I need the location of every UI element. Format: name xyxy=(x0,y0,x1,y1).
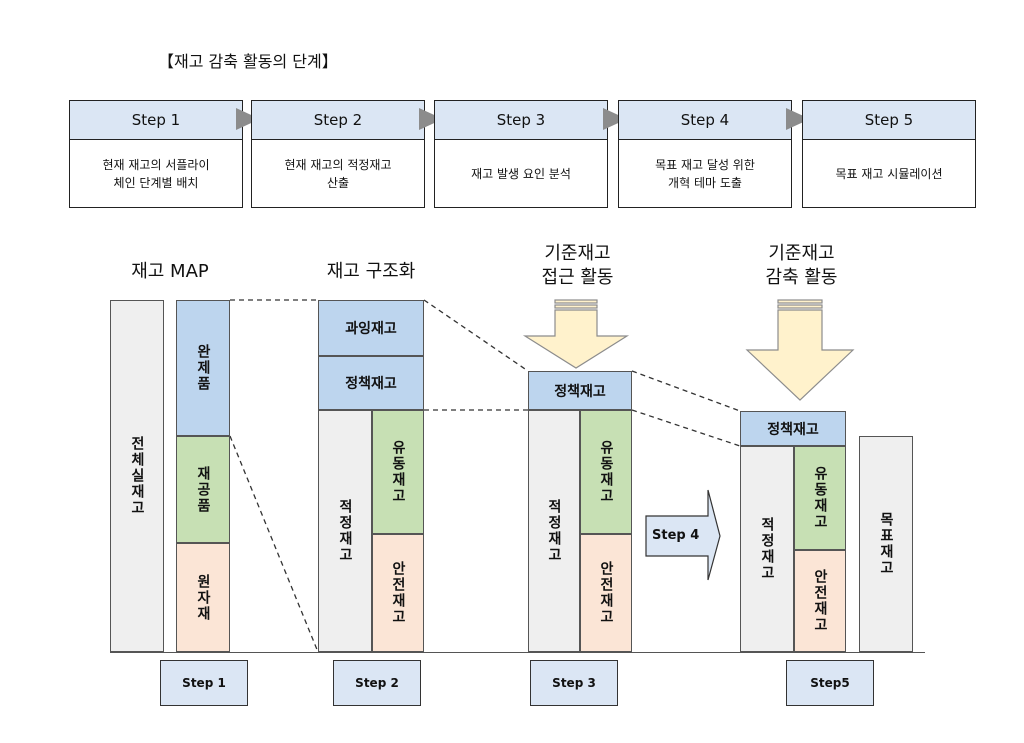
baseline-divider xyxy=(110,652,925,653)
safety-stock-block: 안전재고 xyxy=(372,534,424,652)
bottom-step-2: Step 2 xyxy=(333,660,421,706)
flow-stock-block: 유동재고 xyxy=(580,410,632,534)
step-card-4: Step 4 목표 재고 달성 위한 개혁 테마 도출 xyxy=(618,100,792,208)
target-stock-block: 목표재고 xyxy=(859,436,913,652)
finished-goods-label: 완제품 xyxy=(195,344,211,392)
down-arrow-icon xyxy=(522,299,630,369)
reduce-title: 기준재고 감축 활동 xyxy=(765,243,838,288)
step-label: Step 4 xyxy=(619,101,791,140)
dashed-connector xyxy=(631,409,741,447)
step-description: 현재 재고의 적정재고 산출 xyxy=(284,157,392,190)
dashed-connector xyxy=(423,299,529,372)
excess-stock-block: 과잉재고 xyxy=(318,300,424,356)
approach-title: 기준재고 접근 활동 xyxy=(541,243,614,288)
step-label: Step 5 xyxy=(803,101,975,140)
right-arrow-icon xyxy=(645,489,721,581)
step-card-3: Step 3 재고 발생 요인 분석 xyxy=(434,100,608,208)
wip-label: 재공품 xyxy=(195,465,211,514)
step-label: Step 3 xyxy=(435,101,607,140)
bottom-step-5: Step5 xyxy=(786,660,874,706)
proper-stock-block: 적정재고 xyxy=(740,446,794,652)
proper-stock-label: 적정재고 xyxy=(546,499,562,563)
flow-stock-label: 유동재고 xyxy=(812,466,828,530)
step-label: Step 2 xyxy=(252,101,424,140)
map-title: 재고 MAP xyxy=(131,261,209,282)
safety-stock-label: 안전재고 xyxy=(598,561,614,625)
total-stock-label: 전체실재고 xyxy=(129,436,145,516)
flow-stock-block: 유동재고 xyxy=(794,446,846,550)
safety-stock-block: 안전재고 xyxy=(580,534,632,652)
step-description: 목표 재고 달성 위한 개혁 테마 도출 xyxy=(655,157,755,190)
step-label: Step 1 xyxy=(70,101,242,140)
step-description: 재고 발생 요인 분석 xyxy=(471,166,571,181)
policy-stock-block: 정책재고 xyxy=(318,356,424,410)
finished-goods-block: 완제품 xyxy=(176,300,230,436)
safety-stock-label: 안전재고 xyxy=(812,569,828,633)
policy-stock-block: 정책재고 xyxy=(740,411,846,446)
proper-stock-label: 적정재고 xyxy=(759,517,775,581)
step-description: 목표 재고 시뮬레이션 xyxy=(835,166,943,181)
policy-stock-label: 정책재고 xyxy=(345,376,397,392)
proper-stock-block: 적정재고 xyxy=(528,410,580,652)
raw-material-block: 원자재 xyxy=(176,543,230,652)
bottom-step-3: Step 3 xyxy=(530,660,618,706)
dashed-connector xyxy=(631,370,741,412)
step-card-2: Step 2 현재 재고의 적정재고 산출 xyxy=(251,100,425,208)
page-title: 【재고 감축 활동의 단계】 xyxy=(158,52,338,71)
proper-stock-block: 적정재고 xyxy=(318,410,372,652)
step-card-1: Step 1 현재 재고의 서플라이 체인 단계별 배치 xyxy=(69,100,243,208)
policy-stock-label: 정책재고 xyxy=(767,421,819,438)
step-description: 현재 재고의 서플라이 체인 단계별 배치 xyxy=(102,157,210,190)
flow-stock-block: 유동재고 xyxy=(372,410,424,534)
flow-stock-label: 유동재고 xyxy=(390,440,406,504)
safety-stock-label: 안전재고 xyxy=(390,561,406,625)
total-stock-block: 전체실재고 xyxy=(110,300,164,652)
target-stock-label: 목표재고 xyxy=(878,512,894,576)
policy-stock-label: 정책재고 xyxy=(554,383,606,400)
policy-stock-block: 정책재고 xyxy=(528,371,632,410)
flow-stock-label: 유동재고 xyxy=(598,440,614,504)
proper-stock-label: 적정재고 xyxy=(337,499,353,563)
wip-block: 재공품 xyxy=(176,436,230,543)
step-card-5: Step 5 목표 재고 시뮬레이션 xyxy=(802,100,976,208)
safety-stock-block: 안전재고 xyxy=(794,550,846,652)
dashed-connector xyxy=(229,435,319,653)
step4-arrow-label: Step 4 xyxy=(652,528,700,543)
bottom-step-1: Step 1 xyxy=(160,660,248,706)
structure-title: 재고 구조화 xyxy=(326,261,416,282)
down-arrow-icon xyxy=(745,299,855,401)
excess-stock-label: 과잉재고 xyxy=(345,321,397,337)
raw-material-label: 원자재 xyxy=(195,573,211,622)
